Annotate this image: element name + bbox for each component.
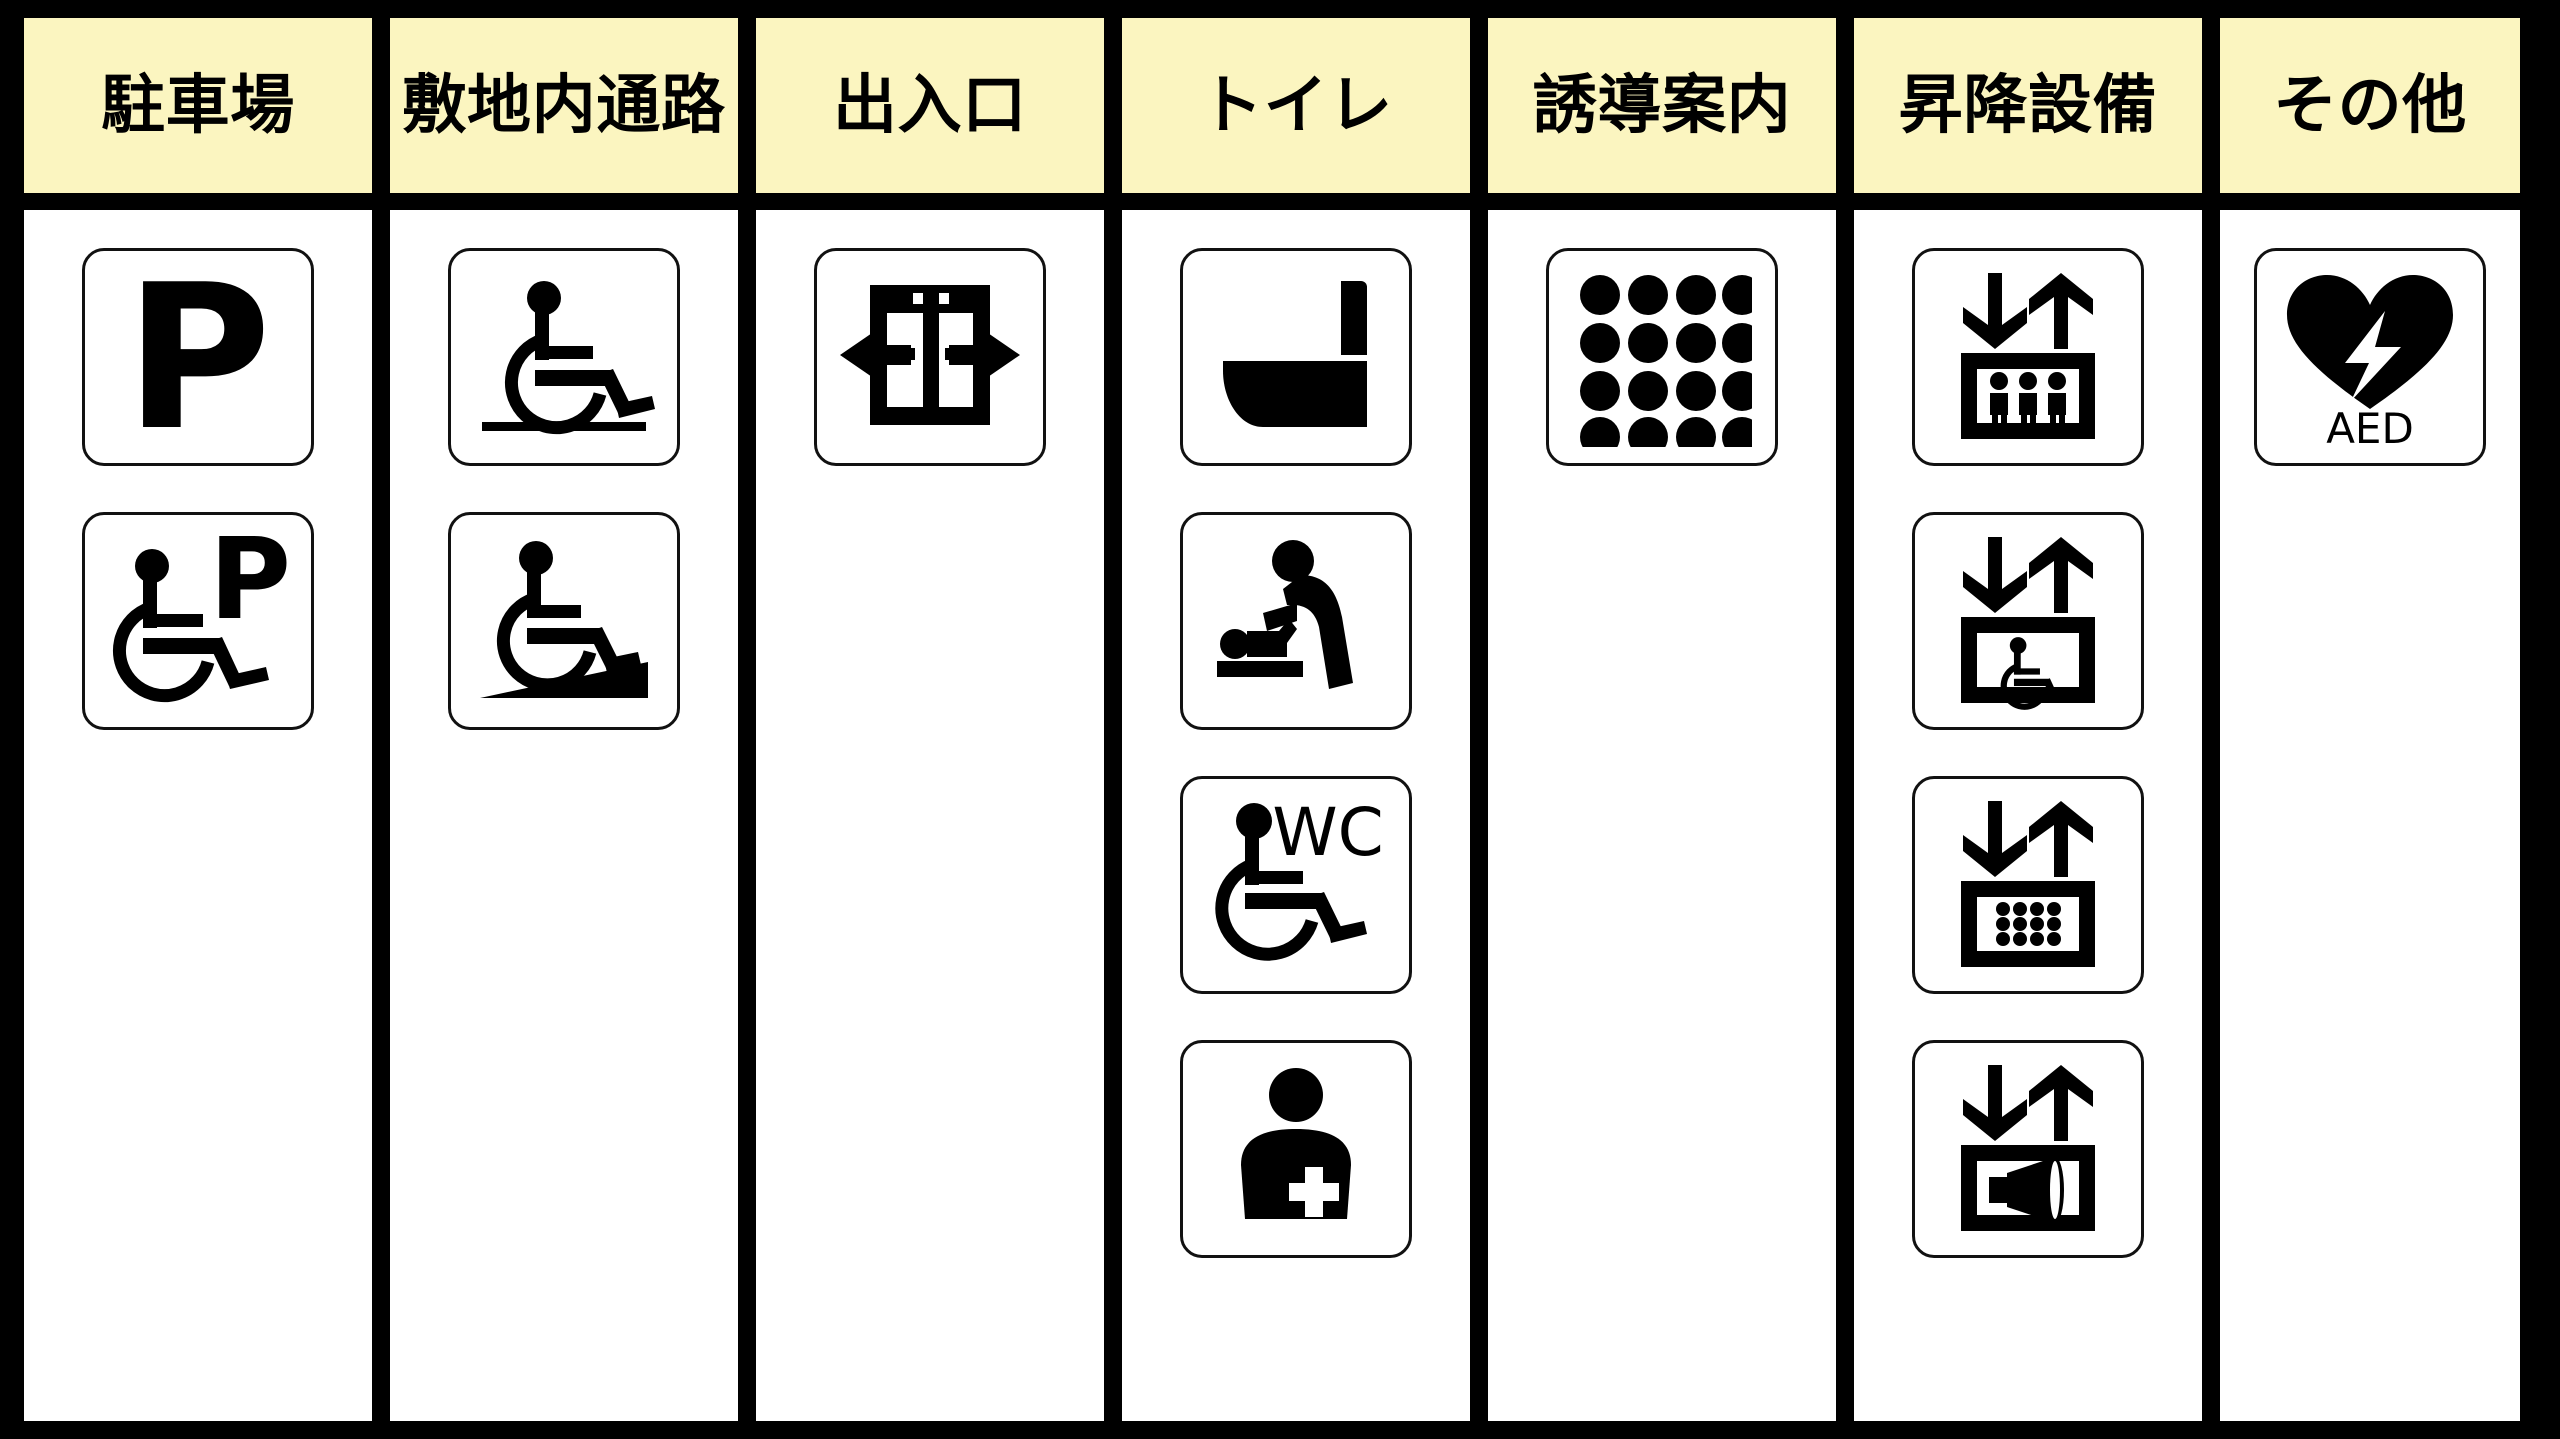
column-body-site-path — [390, 210, 738, 1421]
column-header-entrance: 出入口 — [756, 18, 1104, 193]
automatic-sliding-door-icon — [814, 248, 1046, 466]
column-body-other: AED — [2220, 210, 2520, 1421]
column-other: その他 AED — [2220, 18, 2520, 1421]
column-entrance: 出入口 — [756, 18, 1104, 1421]
column-header-label: 駐車場 — [101, 68, 295, 143]
wc-label: WC — [1272, 794, 1383, 871]
column-header-parking: 駐車場 — [24, 18, 372, 193]
wheelchair-ramp-icon — [448, 512, 680, 730]
ostomate-icon — [1180, 1040, 1412, 1258]
aed-label: AED — [2326, 404, 2414, 447]
column-guidance: 誘導案内 — [1488, 18, 1836, 1421]
accessible-toilet-wc-icon: WC — [1180, 776, 1412, 994]
aed-icon: AED — [2254, 248, 2486, 466]
voice-guidance-elevator-icon — [1912, 1040, 2144, 1258]
column-body-elevator — [1854, 210, 2202, 1421]
column-elevator: 昇降設備 — [1854, 18, 2202, 1421]
accessible-parking-icon: P — [82, 512, 314, 730]
column-site-path: 敷地内通路 — [390, 18, 738, 1421]
accessible-elevator-icon — [1912, 512, 2144, 730]
svg-text:P: P — [125, 262, 272, 452]
column-body-toilet: WC — [1122, 210, 1470, 1421]
braille-elevator-icon — [1912, 776, 2144, 994]
column-header-label: 敷地内通路 — [402, 68, 726, 143]
column-body-entrance — [756, 210, 1104, 1421]
elevator-icon — [1912, 248, 2144, 466]
tactile-paving-dots-icon — [1546, 248, 1778, 466]
column-header-elevator: 昇降設備 — [1854, 18, 2202, 193]
column-header-label: その他 — [2273, 68, 2467, 143]
column-header-label: 出入口 — [833, 68, 1027, 143]
column-header-label: トイレ — [1199, 68, 1393, 143]
baby-changing-station-icon — [1180, 512, 1412, 730]
column-header-site-path: 敷地内通路 — [390, 18, 738, 193]
toilet-icon — [1180, 248, 1412, 466]
column-toilet: トイレ — [1122, 18, 1470, 1421]
wheelchair-level-path-icon — [448, 248, 680, 466]
column-body-guidance — [1488, 210, 1836, 1421]
column-parking: 駐車場 P P — [24, 18, 372, 1421]
column-header-label: 昇降設備 — [1898, 68, 2158, 143]
svg-text:P: P — [209, 526, 291, 645]
column-header-guidance: 誘導案内 — [1488, 18, 1836, 193]
column-header-label: 誘導案内 — [1532, 68, 1792, 143]
column-header-toilet: トイレ — [1122, 18, 1470, 193]
parking-p-icon: P — [82, 248, 314, 466]
column-header-other: その他 — [2220, 18, 2520, 193]
column-body-parking: P P — [24, 210, 372, 1421]
